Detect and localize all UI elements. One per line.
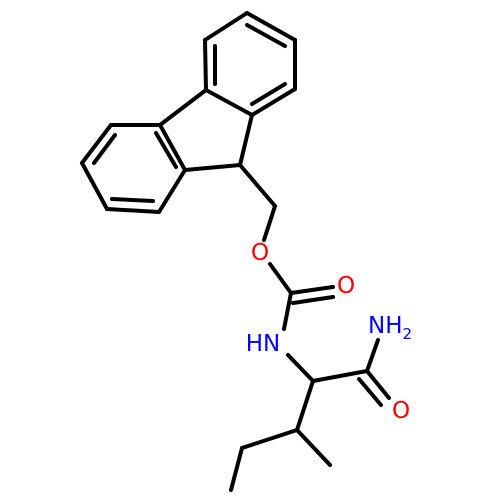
- bond: [157, 168, 187, 214]
- bond-double-inner: [250, 82, 287, 106]
- bond: [80, 161, 109, 211]
- amide-subscript-2: 2: [403, 325, 413, 343]
- bond-double-inner: [110, 197, 155, 203]
- bonds: [80, 11, 391, 492]
- carbamate-nh-label: HN: [246, 331, 281, 357]
- bond: [80, 123, 113, 165]
- bond: [240, 428, 299, 450]
- bond: [295, 428, 332, 467]
- bond: [291, 295, 335, 305]
- bond-double-inner: [245, 23, 287, 48]
- bond: [311, 369, 369, 383]
- bond: [229, 446, 244, 492]
- bond: [238, 113, 254, 167]
- ether-oxygen-label: O: [251, 240, 269, 266]
- bond: [238, 163, 277, 208]
- bond: [204, 88, 254, 117]
- bond: [295, 379, 315, 432]
- bond: [365, 369, 391, 400]
- bond-double-inner: [92, 133, 117, 165]
- bond: [286, 353, 315, 383]
- bond: [282, 291, 293, 331]
- bond: [203, 11, 249, 42]
- bond: [158, 123, 187, 172]
- bond-double-inner: [154, 131, 178, 169]
- amide-nh2-label: NH2: [368, 313, 412, 343]
- amide-oxygen-label: O: [392, 398, 410, 424]
- amide-nh-text: NH: [368, 313, 403, 339]
- bond: [250, 87, 297, 117]
- bond: [289, 285, 335, 295]
- bond: [245, 11, 297, 42]
- bond: [105, 207, 161, 214]
- bond: [262, 204, 277, 242]
- bond: [183, 163, 242, 172]
- bond: [158, 88, 208, 127]
- bond: [203, 38, 208, 92]
- carbonyl-oxygen-label: O: [337, 273, 355, 299]
- bond: [357, 377, 383, 407]
- bond: [268, 262, 293, 295]
- bond: [365, 338, 380, 373]
- atom-labels: O O HN NH2 O: [246, 240, 412, 424]
